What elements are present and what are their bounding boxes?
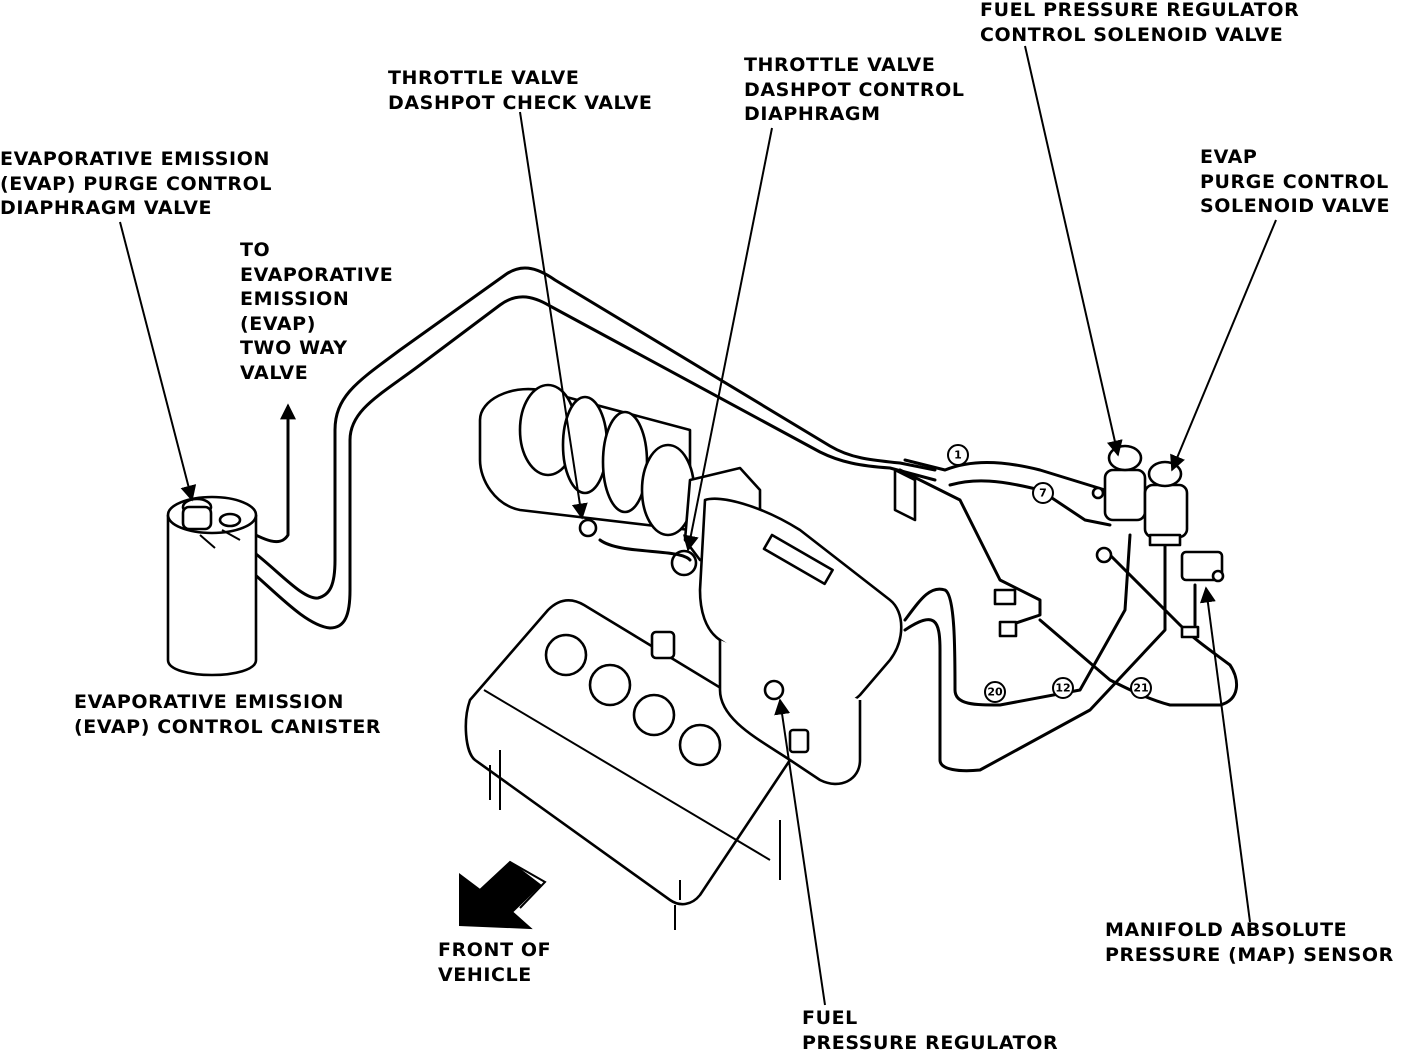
label-line: EVAPORATIVE (240, 263, 393, 288)
label-line: TWO WAY (240, 336, 393, 361)
svg-text:1: 1 (954, 449, 962, 462)
label-line: EVAP (1200, 145, 1390, 170)
label-line: PRESSURE REGULATOR (802, 1031, 1058, 1055)
label-line: (EVAP) (240, 312, 393, 337)
label-front-of-vehicle: FRONT OF VEHICLE (438, 938, 551, 987)
evap-control-canister (168, 497, 256, 675)
hose-tag-1: 1 (948, 445, 968, 465)
label-line: CONTROL SOLENOID VALVE (980, 23, 1299, 48)
front-of-vehicle-arrow (460, 862, 545, 928)
evap-purge-control-solenoid-valve (1145, 462, 1187, 545)
label-line: EVAPORATIVE EMISSION (74, 690, 381, 715)
label-line: FRONT OF (438, 938, 551, 963)
label-line: FUEL (802, 1006, 1058, 1031)
label-line: SOLENOID VALVE (1200, 194, 1390, 219)
label-line: THROTTLE VALVE (388, 66, 653, 91)
svg-text:12: 12 (1055, 682, 1070, 695)
label-evap-purge-control-diaphragm-valve: EVAPORATIVE EMISSION (EVAP) PURGE CONTRO… (0, 147, 272, 221)
label-line: EVAPORATIVE EMISSION (0, 147, 272, 172)
label-line: PRESSURE (MAP) SENSOR (1105, 943, 1394, 968)
label-line: EMISSION (240, 287, 393, 312)
svg-text:21: 21 (1133, 682, 1148, 695)
label-throttle-valve-dashpot-control-diaphragm: THROTTLE VALVE DASHPOT CONTROL DIAPHRAGM (744, 53, 965, 127)
svg-text:7: 7 (1039, 487, 1047, 500)
label-map-sensor: MANIFOLD ABSOLUTE PRESSURE (MAP) SENSOR (1105, 918, 1394, 967)
label-line: VEHICLE (438, 963, 551, 988)
label-line: FUEL PRESSURE REGULATOR (980, 0, 1299, 23)
hose-tag-21: 21 (1131, 678, 1151, 698)
label-fuel-pressure-regulator-control-solenoid-valve: FUEL PRESSURE REGULATOR CONTROL SOLENOID… (980, 0, 1299, 47)
label-line: THROTTLE VALVE (744, 53, 965, 78)
label-line: PURGE CONTROL (1200, 170, 1390, 195)
label-line: DASHPOT CHECK VALVE (388, 91, 653, 116)
label-line: (EVAP) CONTROL CANISTER (74, 715, 381, 740)
label-line: MANIFOLD ABSOLUTE (1105, 918, 1394, 943)
label-line: TO (240, 238, 393, 263)
label-evap-purge-control-solenoid-valve: EVAP PURGE CONTROL SOLENOID VALVE (1200, 145, 1390, 219)
hose-tag-12: 12 (1053, 678, 1073, 698)
hose-tag-20: 20 (985, 682, 1005, 702)
label-line: VALVE (240, 361, 393, 386)
label-line: DIAPHRAGM (744, 102, 965, 127)
label-to-evap-two-way-valve: TO EVAPORATIVE EMISSION (EVAP) TWO WAY V… (240, 238, 393, 385)
svg-text:20: 20 (987, 686, 1003, 699)
label-line: DIAPHRAGM VALVE (0, 196, 272, 221)
hose-tag-7: 7 (1033, 483, 1053, 503)
map-sensor (1182, 552, 1223, 581)
label-evap-control-canister: EVAPORATIVE EMISSION (EVAP) CONTROL CANI… (74, 690, 381, 739)
label-throttle-valve-dashpot-check-valve: THROTTLE VALVE DASHPOT CHECK VALVE (388, 66, 653, 115)
label-line: (EVAP) PURGE CONTROL (0, 172, 272, 197)
label-fuel-pressure-regulator: FUEL PRESSURE REGULATOR (802, 1006, 1058, 1055)
label-line: DASHPOT CONTROL (744, 78, 965, 103)
fuel-pressure-regulator-control-solenoid-valve (1093, 446, 1145, 520)
